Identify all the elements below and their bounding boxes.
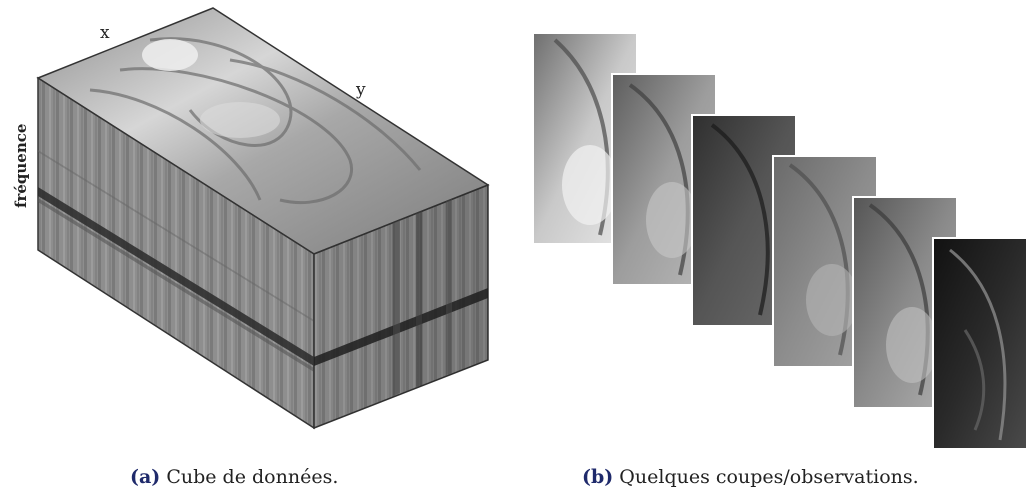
caption-b: (b) Quelques coupes/observations. — [582, 466, 919, 488]
caption-a: (a) Cube de données. — [130, 466, 338, 488]
axis-label-y: y — [355, 80, 366, 100]
slices-stack — [532, 32, 1027, 450]
data-cube: x y fréquence — [12, 7, 490, 430]
caption-b-text: Quelques coupes/observations. — [613, 466, 919, 488]
caption-b-tag: (b) — [582, 466, 614, 488]
axis-label-frequency: fréquence — [12, 124, 30, 208]
caption-a-tag: (a) — [130, 466, 161, 488]
bright-region — [142, 39, 198, 71]
cube-right-dark-band — [314, 288, 488, 366]
slice-6 — [932, 237, 1027, 450]
caption-a-text: Cube de données. — [160, 466, 339, 488]
axis-label-x: x — [100, 23, 110, 43]
cube-left-dark-band — [38, 187, 314, 366]
light-region — [200, 102, 280, 138]
cube-top-texture — [89, 37, 422, 205]
